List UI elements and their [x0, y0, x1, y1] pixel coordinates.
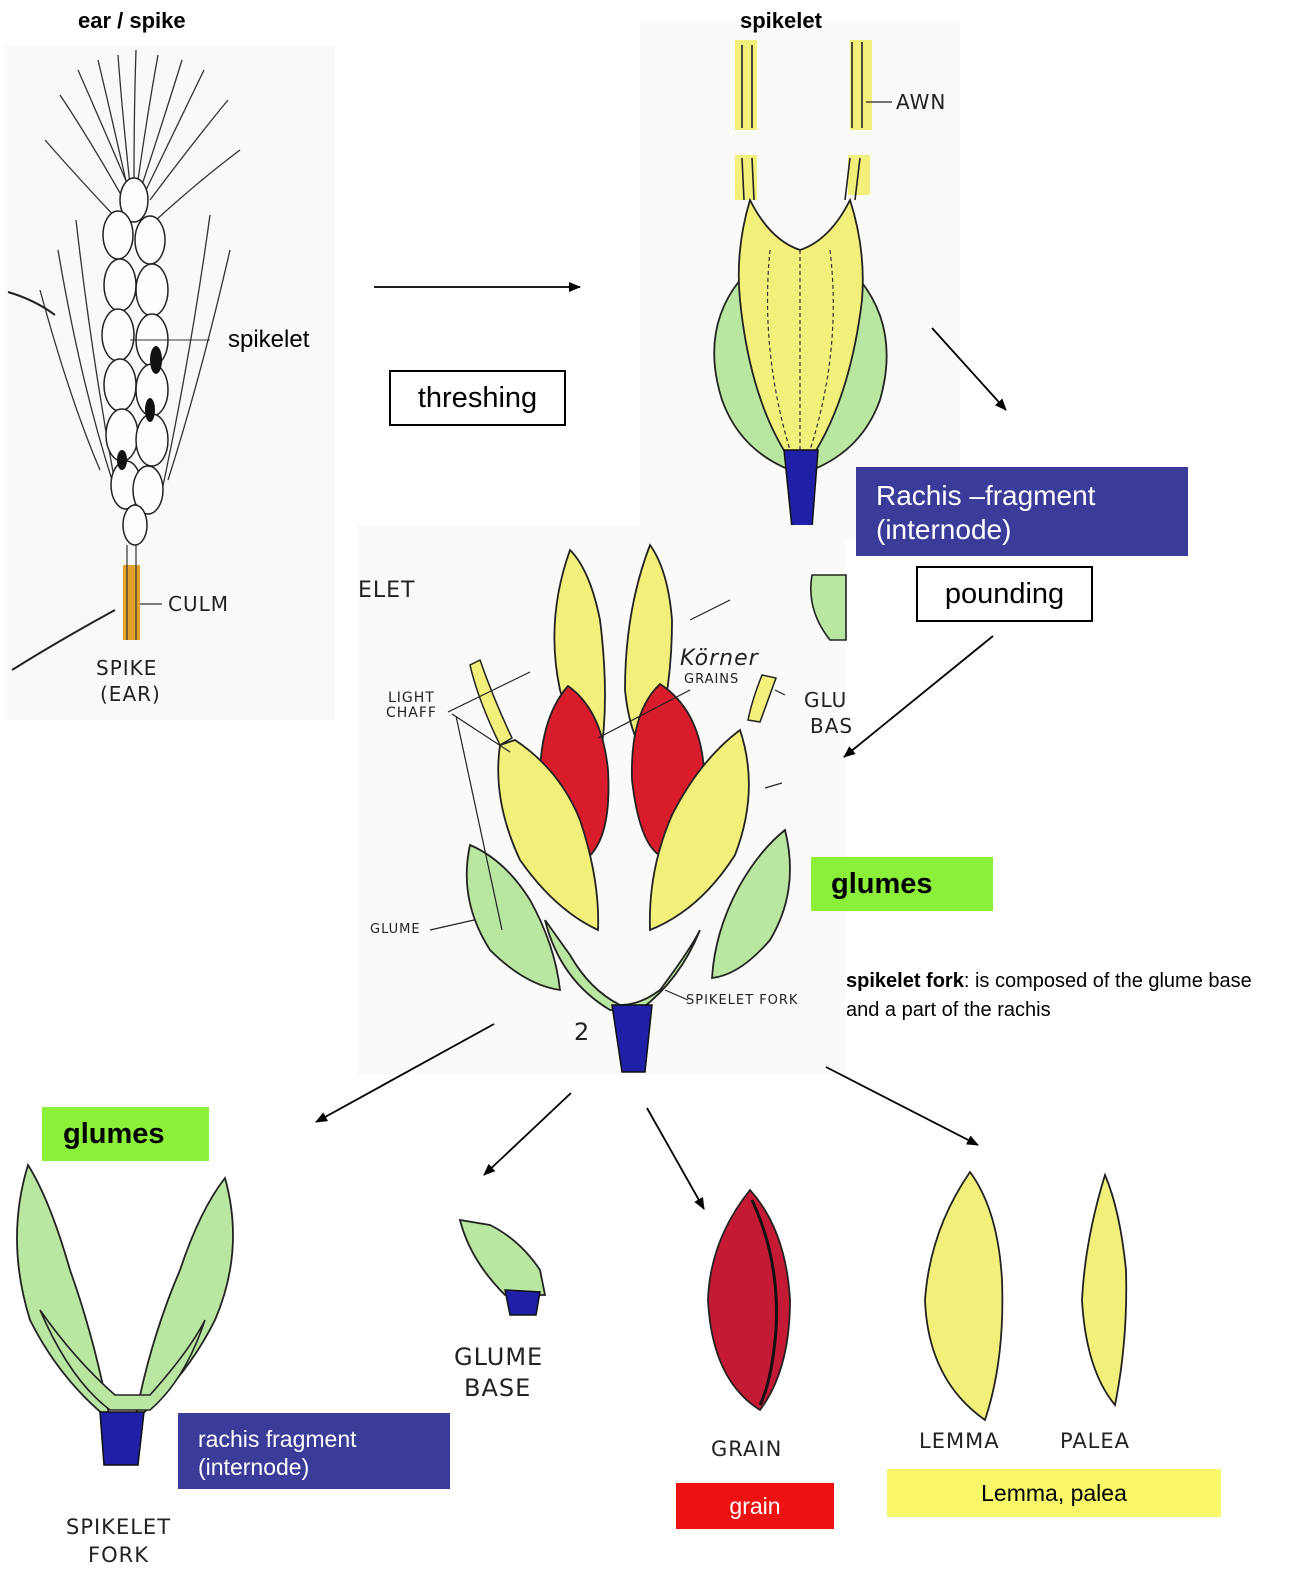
culm-label: CULM [168, 592, 229, 616]
threshing-box: threshing [389, 370, 566, 426]
light-label: LIGHT [388, 690, 435, 706]
glume-base-drawing [460, 1220, 545, 1315]
lemma-palea-arrow [826, 1067, 978, 1145]
spikelet-callout-label: spikelet [228, 326, 309, 354]
glume-label: GLUME [370, 922, 421, 937]
spikelet-fork-label-line1: SPIKELET [66, 1515, 171, 1539]
pounding-arrow [844, 636, 993, 757]
ear-spike-drawing [5, 45, 335, 720]
elet-label: ELET [358, 578, 416, 603]
palea-label: PALEA [1060, 1429, 1130, 1453]
ear-spike-title: ear / spike [78, 8, 186, 34]
glumes-box-right: glumes [811, 857, 993, 911]
spike-label: SPIKE [96, 656, 157, 680]
figure-number: 2 [574, 1018, 590, 1046]
glu-partial-label: GLU [804, 688, 847, 712]
glume-base-label-line2: BASE [464, 1374, 531, 1402]
glume-base-arrow [484, 1093, 571, 1175]
grains-label: GRAINS [684, 672, 739, 687]
pounding-box: pounding [916, 566, 1093, 622]
spikelet-fork-inner-label: SPIKELET FORK [686, 993, 798, 1008]
grain-drawing [708, 1190, 790, 1410]
rachis-fragment-box-bottom: rachis fragment (internode) [178, 1413, 450, 1489]
lemma-palea-drawing [925, 1172, 1126, 1420]
bas-partial-label: BAS [810, 714, 853, 738]
korner-label: Körner [680, 646, 759, 671]
spikelet-fork-note: spikelet fork: is composed of the glume … [846, 967, 1286, 1025]
awn-label: AWN [896, 90, 946, 114]
spikelet-fork-label-line2: FORK [88, 1543, 149, 1567]
grain-arrow [647, 1108, 704, 1209]
grain-box: grain [676, 1483, 834, 1529]
ear-label: (EAR) [100, 682, 161, 706]
lemma-label: LEMMA [919, 1429, 1000, 1453]
grain-caption: GRAIN [711, 1437, 782, 1461]
rachis-fragment-line2: (internode) [876, 513, 1168, 547]
glumes-box-left: glumes [42, 1107, 209, 1161]
spikelet-title: spikelet [740, 8, 822, 34]
glume-base-label-line1: GLUME [454, 1343, 543, 1371]
rachis-fragment-bottom-line2: (internode) [198, 1453, 430, 1481]
rachis-fragment-line1: Rachis –fragment [876, 479, 1168, 513]
lemma-palea-box: Lemma, palea [887, 1469, 1221, 1517]
chaff-label: CHAFF [386, 705, 437, 721]
rachis-fragment-bottom-line1: rachis fragment [198, 1425, 430, 1453]
rachis-fragment-box-top: Rachis –fragment (internode) [856, 467, 1188, 556]
spikelet-fork-note-term: spikelet fork [846, 970, 964, 992]
